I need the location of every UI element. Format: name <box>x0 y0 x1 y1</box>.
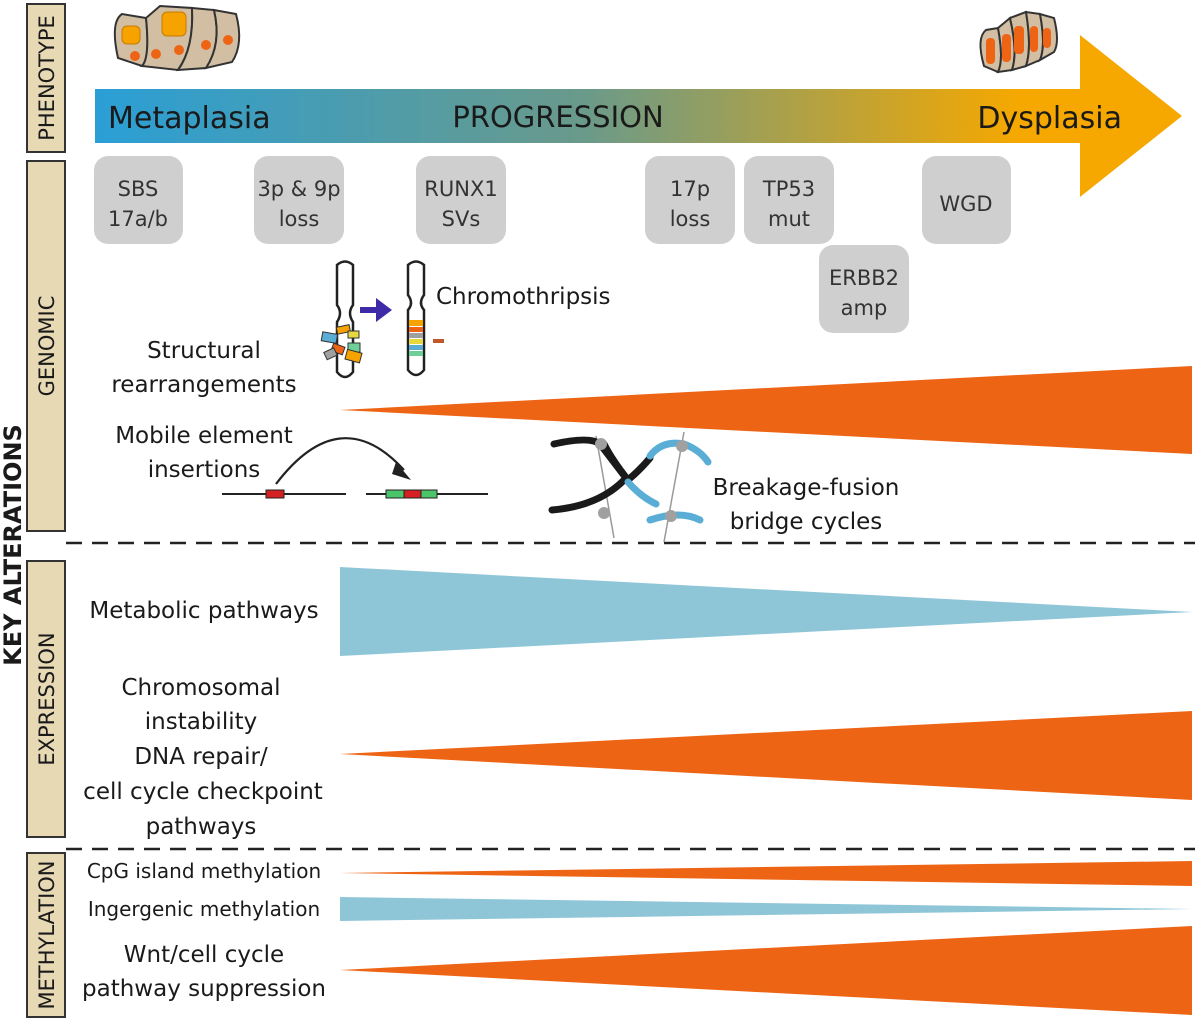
badge-label-line2: mut <box>768 207 810 231</box>
badge-wgd: WGD <box>922 156 1011 244</box>
intergenic-label: Ingergenic methylation <box>88 897 320 921</box>
chromothripsis-arrow <box>360 298 392 322</box>
badge-label-line1: TP53 <box>762 177 815 201</box>
metabolic-label: Metabolic pathways <box>89 598 318 624</box>
badge-label-line1: SBS <box>118 177 159 201</box>
intergenic-methylation-trend <box>340 897 1192 921</box>
breakage-fusion-illustration <box>548 431 712 543</box>
cin-label-line5: pathways <box>146 814 257 840</box>
metaplasia-cells-image <box>113 4 241 72</box>
structural-label-line2: rearrangements <box>111 372 296 398</box>
sidebar-methylation-box <box>26 852 66 1018</box>
progression-arrow <box>95 35 1182 197</box>
cin-label-line1: Chromosomal <box>121 675 280 701</box>
chromothripsis-label: Chromothripsis <box>436 284 611 310</box>
arrow-start-label: Metaplasia <box>108 101 271 136</box>
chromothripsis-illustration <box>320 260 444 379</box>
dysplasia-cells-image <box>979 10 1058 74</box>
badge-label-line2: SVs <box>442 207 481 231</box>
sidebar-phenotype-label: PHENOTYPE <box>35 15 59 141</box>
cin-label-line2: instability <box>145 709 257 735</box>
badge-label-line1: WGD <box>939 192 992 216</box>
badge-label-line1: 3p & 9p <box>257 177 340 201</box>
cin-label-line4: cell cycle checkpoint <box>83 779 323 805</box>
badge-runx1-svs: RUNX1 SVs <box>416 156 506 244</box>
arrow-middle-label: PROGRESSION <box>452 100 663 134</box>
sidebar-expression-label: EXPRESSION <box>35 632 59 765</box>
badge-erbb2-amp: ERBB2 amp <box>819 245 909 333</box>
sidebar-expression-box <box>26 560 66 838</box>
sidebar: PHENOTYPE GENOMIC EXPRESSION METHYLATION… <box>0 3 66 1018</box>
wnt-label-line1: Wnt/cell cycle <box>124 942 284 968</box>
badge-label-line2: loss <box>670 207 711 231</box>
sidebar-genomic-box <box>26 160 66 532</box>
key-alterations-label: KEY ALTERATIONS <box>0 424 27 666</box>
bfb-label-line1: Breakage-fusion <box>713 475 900 501</box>
wnt-label-line2: pathway suppression <box>82 976 326 1002</box>
badge-label-line2: loss <box>279 207 320 231</box>
badge-label-line2: 17a/b <box>108 207 168 231</box>
mobile-element-illustration <box>222 437 488 499</box>
cpg-label: CpG island methylation <box>87 859 321 883</box>
structural-rearrangements-trend <box>340 366 1192 454</box>
badge-label-line1: 17p <box>670 177 710 201</box>
cin-label-line3: DNA repair/ <box>134 744 268 770</box>
metabolic-pathways-trend <box>340 567 1192 656</box>
badge-label-line1: RUNX1 <box>424 177 497 201</box>
cpg-island-methylation-trend <box>340 861 1192 886</box>
badge-tp53-mut: TP53 mut <box>744 156 834 244</box>
mobile-label-line1: Mobile element <box>115 423 293 449</box>
badge-3p-9p-loss: 3p & 9p loss <box>254 156 344 244</box>
badge-sbs: SBS 17a/b <box>94 156 183 244</box>
badge-17p-loss: 17p loss <box>645 156 735 244</box>
sidebar-genomic-label: GENOMIC <box>35 296 59 397</box>
badge-label-line1: ERBB2 <box>829 266 899 290</box>
badge-label-line2: amp <box>841 296 888 320</box>
wnt-pathway-suppression-trend <box>340 926 1192 1015</box>
sidebar-methylation-label: METHYLATION <box>35 860 59 1009</box>
chromosomal-instability-trend <box>340 711 1192 800</box>
arrow-end-label: Dysplasia <box>977 101 1122 136</box>
bfb-label-line2: bridge cycles <box>730 509 883 535</box>
structural-label-line1: Structural <box>147 338 261 364</box>
sidebar-phenotype-box <box>26 3 66 153</box>
chromosome-after <box>406 260 426 377</box>
mobile-label-line2: insertions <box>148 457 261 483</box>
